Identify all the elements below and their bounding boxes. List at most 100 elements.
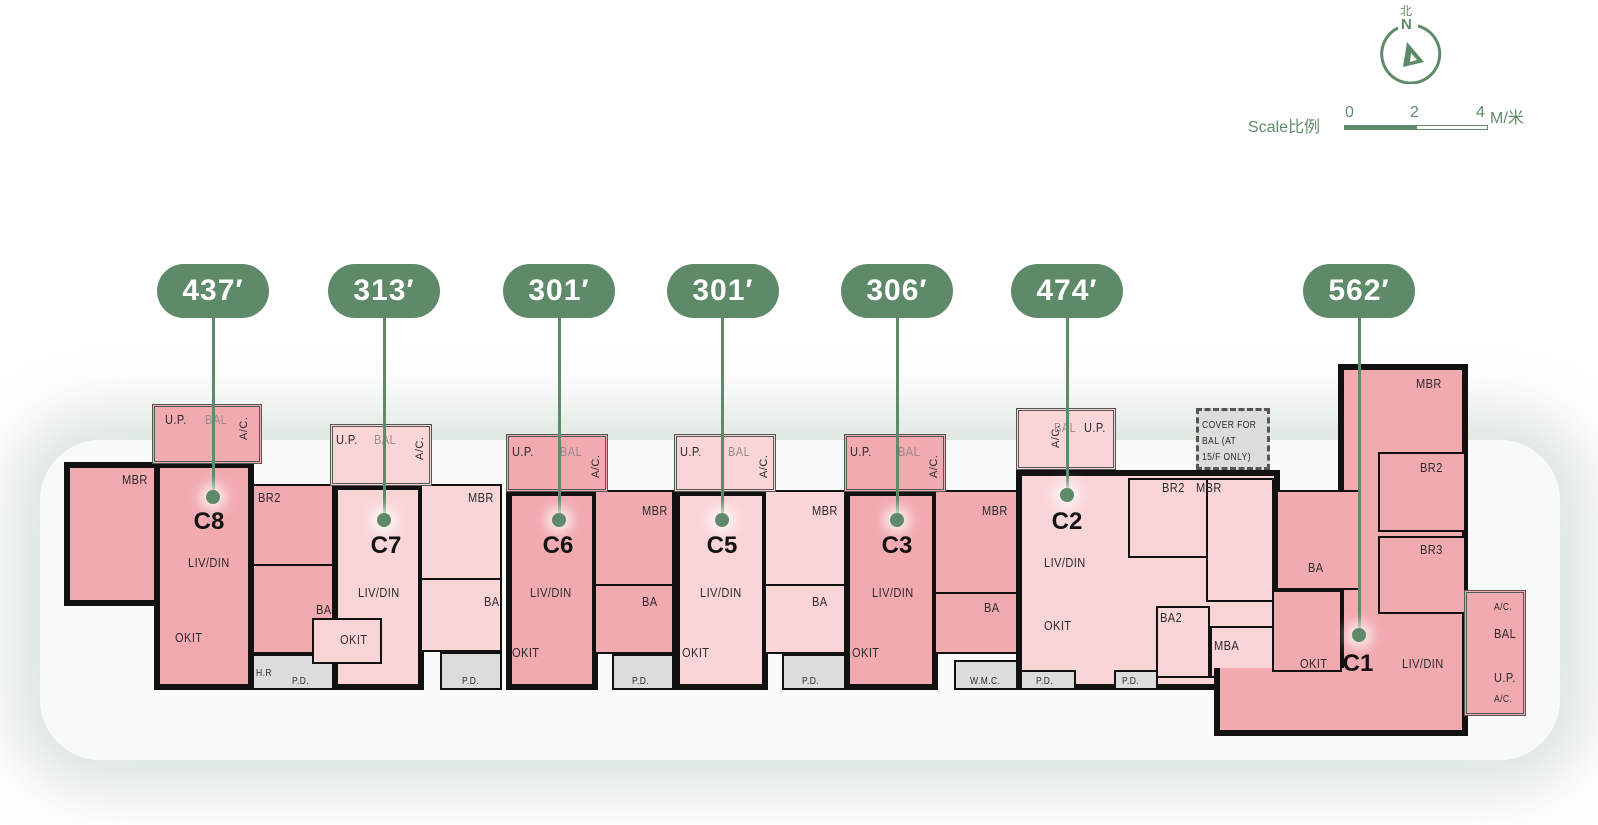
c2-br2 xyxy=(1128,478,1208,558)
room-label: OKIT xyxy=(1044,618,1072,633)
c1-br2 xyxy=(1378,452,1466,532)
c7-balcony xyxy=(330,424,432,486)
room-label: BR3 xyxy=(1420,542,1443,557)
scale-tick-4: 4 xyxy=(1476,104,1485,121)
north-label: N xyxy=(1401,16,1412,33)
room-label: BAL xyxy=(898,444,921,459)
leader-line xyxy=(1066,316,1069,492)
unit-marker xyxy=(890,513,904,527)
room-label: MBA xyxy=(1214,638,1240,653)
area-badge: 313′ xyxy=(328,264,440,318)
c3-balcony xyxy=(844,434,946,492)
room-label: MBR xyxy=(468,490,494,505)
area-badge: 437′ xyxy=(157,264,269,318)
room-label: W.M.C. xyxy=(970,676,1001,687)
room-label: LIV/DIN xyxy=(700,585,742,600)
c8-bath xyxy=(252,564,334,654)
c1-bath xyxy=(1276,490,1360,590)
unit-label: C7 xyxy=(370,532,402,559)
room-label: BR2 xyxy=(258,490,281,505)
c7-bath xyxy=(420,578,502,652)
room-label: BA xyxy=(642,594,658,609)
room-label: P.D. xyxy=(1122,676,1140,687)
c1-okit xyxy=(1272,590,1342,672)
room-label: P.D. xyxy=(632,676,650,687)
room-label: U.P. xyxy=(850,444,872,459)
unit-marker xyxy=(206,490,220,504)
room-label: OKIT xyxy=(340,632,368,647)
area-badge: 474′ xyxy=(1011,264,1123,318)
room-label: BAL (AT xyxy=(1202,436,1237,447)
room-label: BR2 xyxy=(1162,480,1185,495)
c8-br2 xyxy=(252,484,334,566)
room-label: A/C. xyxy=(758,454,770,478)
room-label: BAL xyxy=(1494,626,1517,641)
unit-label: C3 xyxy=(881,532,913,559)
unit-label: C8 xyxy=(193,508,225,535)
room-label: BAL xyxy=(728,444,751,459)
room-label: BA2 xyxy=(1160,610,1183,625)
room-label: MBR xyxy=(642,503,668,518)
c2-ba2 xyxy=(1156,606,1210,678)
unit-label: C5 xyxy=(706,532,738,559)
unit-marker xyxy=(377,513,391,527)
room-label: LIV/DIN xyxy=(1402,656,1444,671)
room-label: OKIT xyxy=(512,645,540,660)
scale-tick-2: 2 xyxy=(1410,104,1419,121)
room-label: BA xyxy=(1308,560,1324,575)
room-label: A/C. xyxy=(1494,602,1513,613)
c5-mbr xyxy=(764,490,846,586)
room-label: U.P. xyxy=(336,432,358,447)
room-label: A/C. xyxy=(1494,694,1513,705)
room-label: BR2 xyxy=(1420,460,1443,475)
unit-label: C6 xyxy=(542,532,574,559)
unit-marker xyxy=(1060,488,1074,502)
area-badge: 301′ xyxy=(667,264,779,318)
scale-bar-filled xyxy=(1344,125,1416,130)
area-badge: 562′ xyxy=(1303,264,1415,318)
unit-label: C2 xyxy=(1051,508,1083,535)
room-label: MBR xyxy=(1416,376,1442,391)
area-badge: 301′ xyxy=(503,264,615,318)
leader-line xyxy=(383,316,386,516)
c2-pd-1 xyxy=(1020,670,1076,690)
c8-mbr xyxy=(64,462,164,606)
room-label: MBR xyxy=(1196,480,1222,495)
unit-marker xyxy=(552,513,566,527)
room-label: P.D. xyxy=(802,676,820,687)
c7-okit xyxy=(312,618,382,664)
room-label: BA xyxy=(316,602,332,617)
leader-line xyxy=(1358,316,1361,632)
c6-balcony xyxy=(506,434,608,492)
scale-bar: Scale比例 0 2 4 M/米 xyxy=(1248,104,1548,136)
room-label: A/C. xyxy=(414,436,426,460)
room-label: OKIT xyxy=(1300,656,1328,671)
unit-marker xyxy=(715,513,729,527)
room-label: BAL xyxy=(560,444,583,459)
area-badge: 306′ xyxy=(841,264,953,318)
room-label: U.P. xyxy=(1494,670,1516,685)
room-label: LIV/DIN xyxy=(358,585,400,600)
room-label: H.R xyxy=(256,668,272,679)
c2-cover xyxy=(1196,408,1270,470)
c8-balcony xyxy=(152,404,262,464)
c1-balcony xyxy=(1464,590,1526,716)
c2-pd-2 xyxy=(1114,670,1158,690)
room-label: LIV/DIN xyxy=(1044,555,1086,570)
room-label: U.P. xyxy=(165,412,187,427)
north-cn-label: 北 xyxy=(1400,4,1413,18)
room-label: COVER FOR xyxy=(1202,420,1257,431)
c7-pd xyxy=(440,652,502,690)
compass: 北 N xyxy=(1380,2,1444,84)
room-label: A/C. xyxy=(590,454,602,478)
scale-label: Scale比例 xyxy=(1248,119,1321,136)
room-label: U.P. xyxy=(680,444,702,459)
c8-main xyxy=(154,462,254,690)
c5-balcony xyxy=(674,434,776,492)
c2-mbr xyxy=(1206,478,1274,602)
c1-lower xyxy=(1214,668,1468,736)
room-label: P.D. xyxy=(462,676,480,687)
north-arrow-icon xyxy=(1380,24,1442,84)
room-label: U.P. xyxy=(512,444,534,459)
room-label: BAL xyxy=(1054,420,1076,435)
